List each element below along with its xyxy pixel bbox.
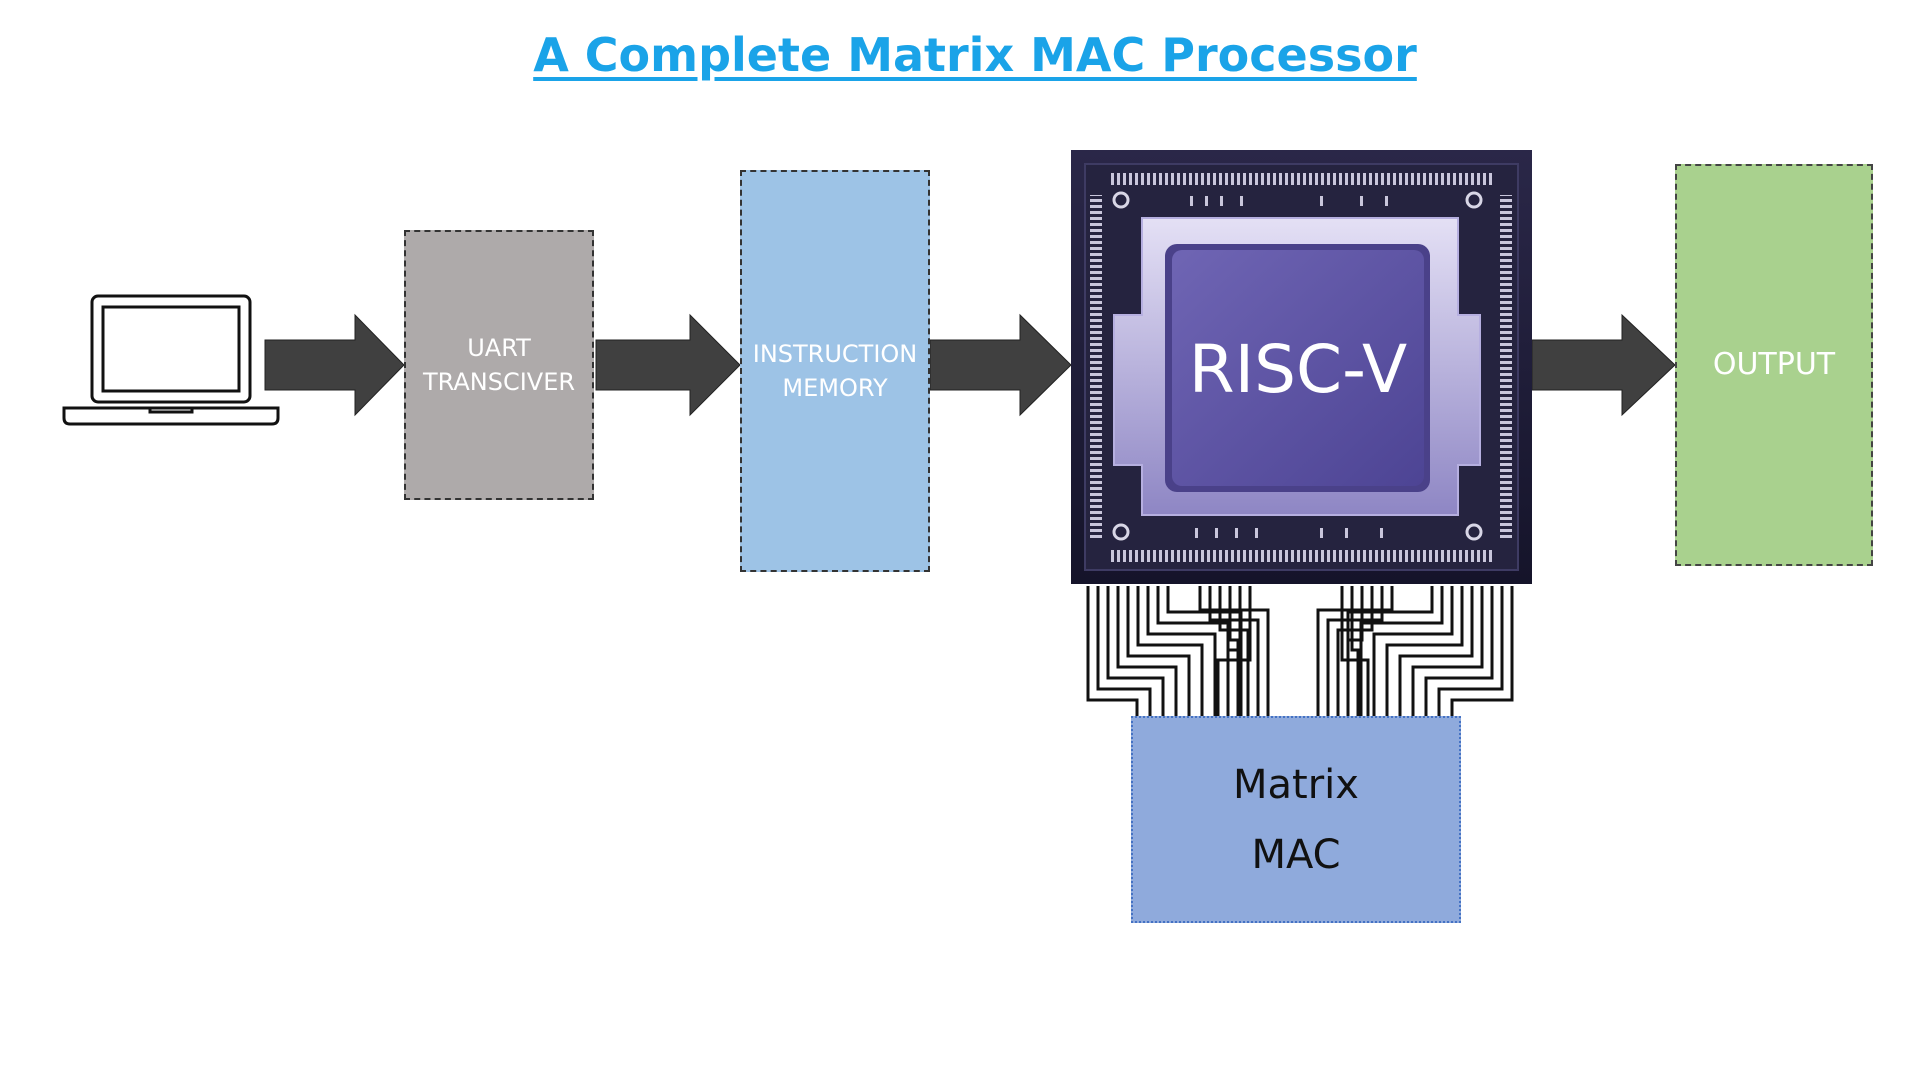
processor-chip-icon: RISC-V bbox=[1071, 150, 1532, 584]
bus-line bbox=[1208, 586, 1260, 716]
bus-line bbox=[1385, 586, 1464, 716]
mac-label-line1: Matrix bbox=[1233, 761, 1359, 808]
laptop-icon bbox=[62, 294, 280, 426]
bus-line bbox=[1106, 586, 1165, 716]
bus-line bbox=[1372, 586, 1454, 716]
uart-label-line2: TRANSCIVER bbox=[422, 368, 576, 396]
bus-line bbox=[1096, 586, 1152, 716]
bus-line bbox=[1228, 586, 1240, 716]
imem-label-line2: MEMORY bbox=[782, 374, 888, 402]
bus-line bbox=[1340, 586, 1370, 716]
bus-line bbox=[1398, 586, 1474, 716]
bus-line bbox=[1437, 586, 1504, 716]
bus-line bbox=[1226, 586, 1242, 716]
uart-label-line1: UART bbox=[467, 334, 531, 362]
bus-line bbox=[1411, 586, 1484, 716]
imem-label-line1: INSTRUCTION bbox=[752, 340, 918, 368]
bus-line bbox=[1316, 586, 1394, 716]
output-block: OUTPUT bbox=[1675, 164, 1873, 566]
bus-lines bbox=[1086, 586, 1514, 716]
cpu-label: RISC-V bbox=[1189, 331, 1407, 408]
arrow-cpu-to-output bbox=[1531, 313, 1676, 417]
arrow-uart-to-memory bbox=[595, 313, 741, 417]
output-label: OUTPUT bbox=[1712, 347, 1836, 382]
bus-line bbox=[1424, 586, 1494, 716]
bus-line bbox=[1166, 586, 1243, 716]
arrow-laptop-to-uart bbox=[264, 313, 405, 417]
matrix-mac-block: Matrix MAC bbox=[1131, 716, 1461, 923]
arrow-memory-to-cpu bbox=[929, 313, 1072, 417]
bus-line bbox=[1359, 586, 1444, 716]
bus-line bbox=[1216, 586, 1252, 716]
bus-line bbox=[1346, 586, 1364, 716]
mac-label-line2: MAC bbox=[1251, 831, 1341, 878]
bus-line bbox=[1146, 586, 1217, 716]
diagram-title: A Complete Matrix MAC Processor bbox=[533, 28, 1417, 82]
bus-line bbox=[1350, 586, 1360, 716]
bus-line bbox=[1336, 586, 1374, 716]
bus-line bbox=[1086, 586, 1139, 716]
bus-line bbox=[1126, 586, 1191, 716]
bus-line bbox=[1326, 586, 1384, 716]
bus-line bbox=[1218, 586, 1250, 716]
bus-line bbox=[1198, 586, 1270, 716]
bus-line bbox=[1136, 586, 1204, 716]
bus-line bbox=[1116, 586, 1178, 716]
instruction-memory-block: INSTRUCTION MEMORY bbox=[740, 170, 930, 572]
bus-line bbox=[1450, 586, 1514, 716]
uart-transceiver-block: UART TRANSCIVER bbox=[404, 230, 594, 500]
